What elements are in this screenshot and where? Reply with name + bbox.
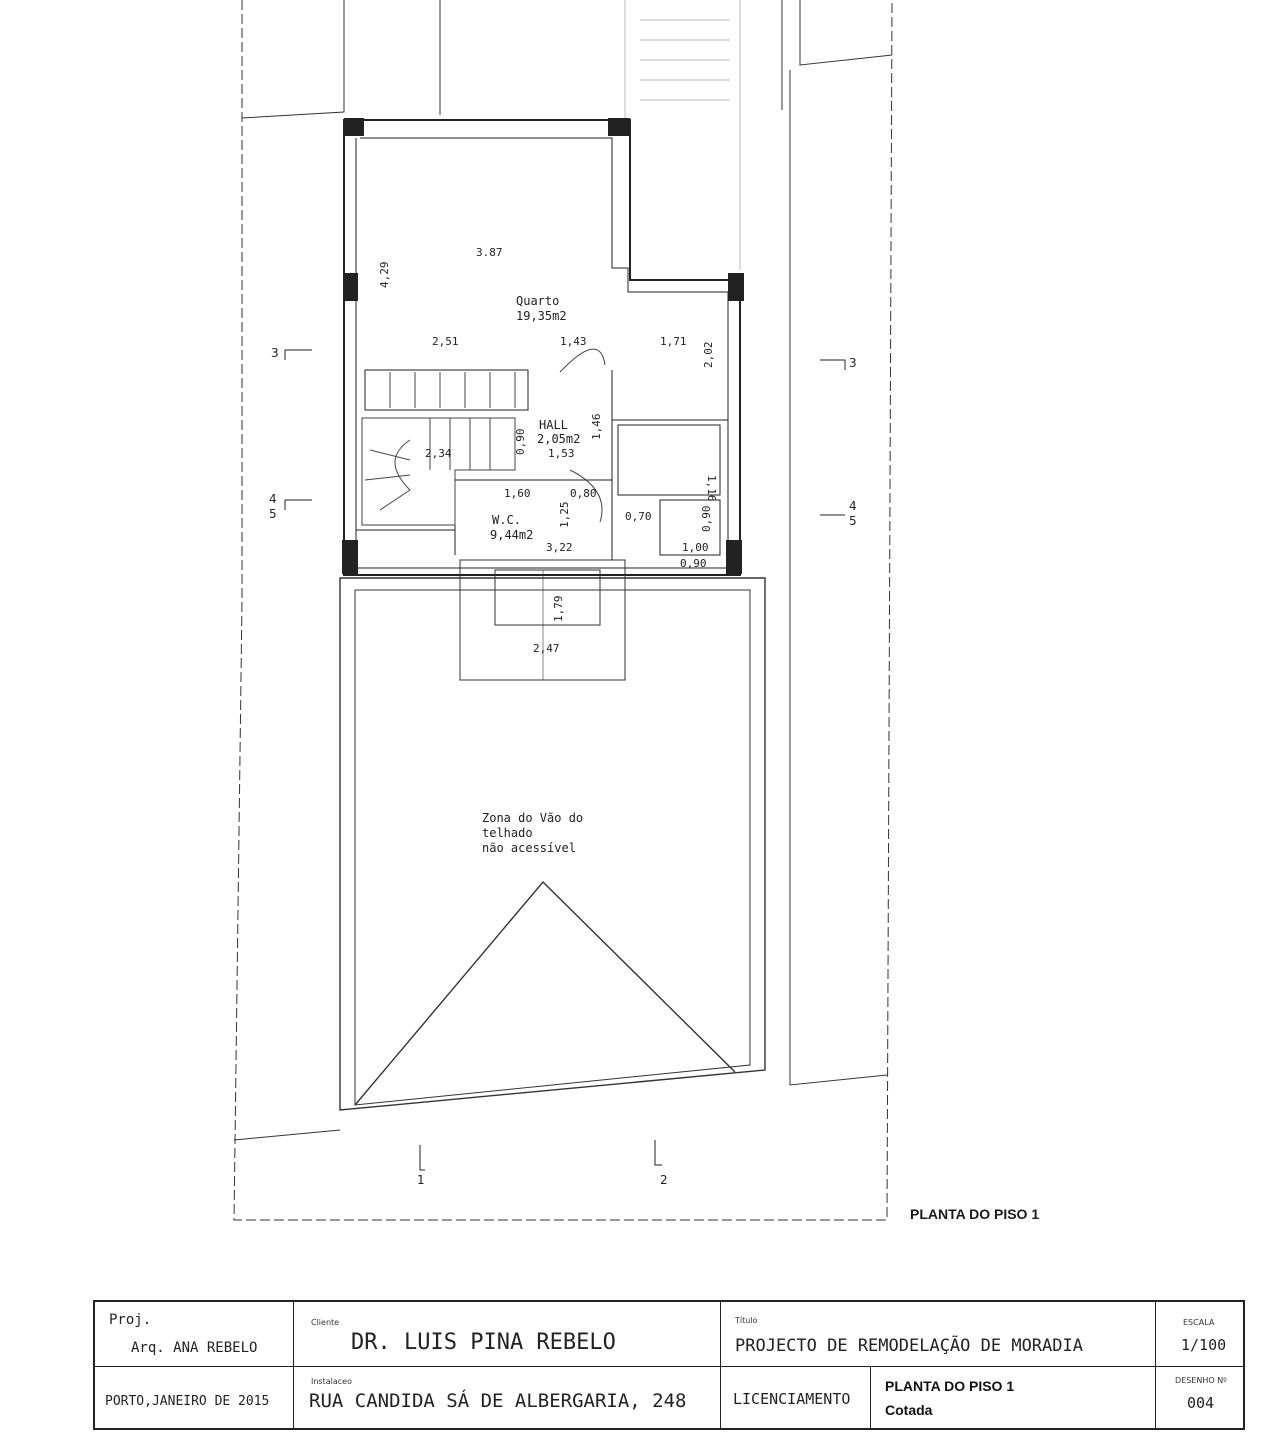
section-label: 3 (271, 346, 279, 360)
address: RUA CANDIDA SÁ DE ALBERGARIA, 248 (309, 1390, 687, 1412)
dim: 1,25 (558, 502, 571, 529)
dim: 1,71 (660, 335, 687, 348)
title-label: Título (735, 1316, 758, 1325)
section-label: 4 (269, 492, 277, 506)
sheet-subtitle: Cotada (885, 1402, 933, 1418)
neighbour-bottom-left (233, 1129, 341, 1141)
tb-divider (720, 1302, 721, 1428)
roof-ridge (354, 880, 736, 1106)
client-name: DR. LUIS PINA REBELO (351, 1330, 616, 1355)
dim: 1,53 (548, 447, 575, 460)
room-area-hall: 2,05m2 (537, 432, 580, 446)
spiral-stair (361, 417, 516, 526)
bath-fixtures (617, 424, 721, 556)
column (726, 540, 742, 574)
section-label: 4 (849, 499, 857, 513)
section-label: 5 (269, 507, 277, 521)
column (728, 273, 744, 301)
dim: 2,02 (702, 342, 715, 369)
dim: 1,79 (552, 596, 565, 623)
section-label: 3 (849, 356, 857, 370)
section-label: 2 (660, 1173, 668, 1187)
tb-divider (870, 1367, 871, 1428)
stair-treads (389, 372, 516, 408)
location-label: Instalaceo (311, 1377, 352, 1386)
column (608, 118, 630, 136)
column (344, 273, 358, 301)
dim: 0,80 (570, 487, 597, 500)
section-marker (284, 349, 846, 1171)
plan-title: PLANTA DO PISO 1 (910, 1206, 1040, 1222)
sheet-title: PLANTA DO PISO 1 (885, 1378, 1015, 1394)
neighbour-right (781, 0, 893, 1086)
dim: 0,90 (700, 506, 713, 533)
section-label: 5 (849, 514, 857, 528)
dim: 2,34 (425, 447, 452, 460)
dim: 1,16 (705, 475, 718, 502)
dim: 1,60 (504, 487, 531, 500)
room-name-hall: HALL (539, 418, 568, 432)
dim: 0,70 (625, 510, 652, 523)
room-name-quarto: Quarto (516, 294, 559, 308)
tb-divider (95, 1366, 1243, 1367)
floor-plan-drawing: 3.87 4,29 2,51 1,43 1,71 2,02 1,46 0,90 … (233, 0, 893, 1221)
dim: 0,90 (514, 429, 527, 456)
room-area-wc: 9,44m2 (490, 528, 533, 542)
column (342, 540, 358, 574)
roof-note-line: telhado (482, 826, 533, 840)
client-label: Cliente (311, 1318, 340, 1327)
door-swing (559, 348, 606, 523)
tb-divider (1155, 1302, 1156, 1428)
neighbour-stairs (624, 0, 741, 270)
roof-note-line: Zona do Vão do (482, 811, 583, 825)
house-inner-wall (355, 137, 729, 569)
dim: 3,22 (546, 541, 573, 554)
dim: 0,90 (680, 557, 707, 570)
dim: 1,46 (590, 414, 603, 441)
skylight (459, 559, 626, 681)
project-title: PROJECTO DE REMODELAÇÃO DE MORADIA (735, 1336, 1083, 1356)
section-label: 1 (417, 1173, 425, 1187)
place-date: PORTO,JANEIRO DE 2015 (105, 1394, 270, 1409)
phase: LICENCIAMENTO (733, 1390, 851, 1408)
neighbour-left (241, 0, 441, 119)
drawing-no-label: DESENHO Nº (1175, 1376, 1227, 1385)
column (344, 118, 364, 136)
roof-inner (354, 589, 751, 1106)
room-name-wc: W.C. (492, 513, 521, 527)
dim: 2,51 (432, 335, 459, 348)
dim: 3.87 (476, 246, 503, 259)
scale-label: ESCALA (1183, 1318, 1215, 1327)
architect: Arq. ANA REBELO (131, 1340, 258, 1356)
proj-label: Proj. (109, 1312, 152, 1328)
tb-divider (293, 1302, 294, 1428)
stair-wall (356, 369, 728, 560)
roof-note-line: não acessível (482, 841, 576, 855)
dim: 1,43 (560, 335, 587, 348)
room-area-quarto: 19,35m2 (516, 309, 567, 323)
scale-value: 1/100 (1181, 1336, 1227, 1354)
drawing-no: 004 (1187, 1394, 1215, 1412)
dim: 4,29 (378, 262, 391, 289)
title-block: Proj. Arq. ANA REBELO Cliente DR. LUIS P… (93, 1300, 1245, 1430)
roof-outline (339, 577, 766, 1111)
dim: 2,47 (533, 642, 560, 655)
dim: 1,00 (682, 541, 709, 554)
site-boundary (233, 0, 893, 1221)
